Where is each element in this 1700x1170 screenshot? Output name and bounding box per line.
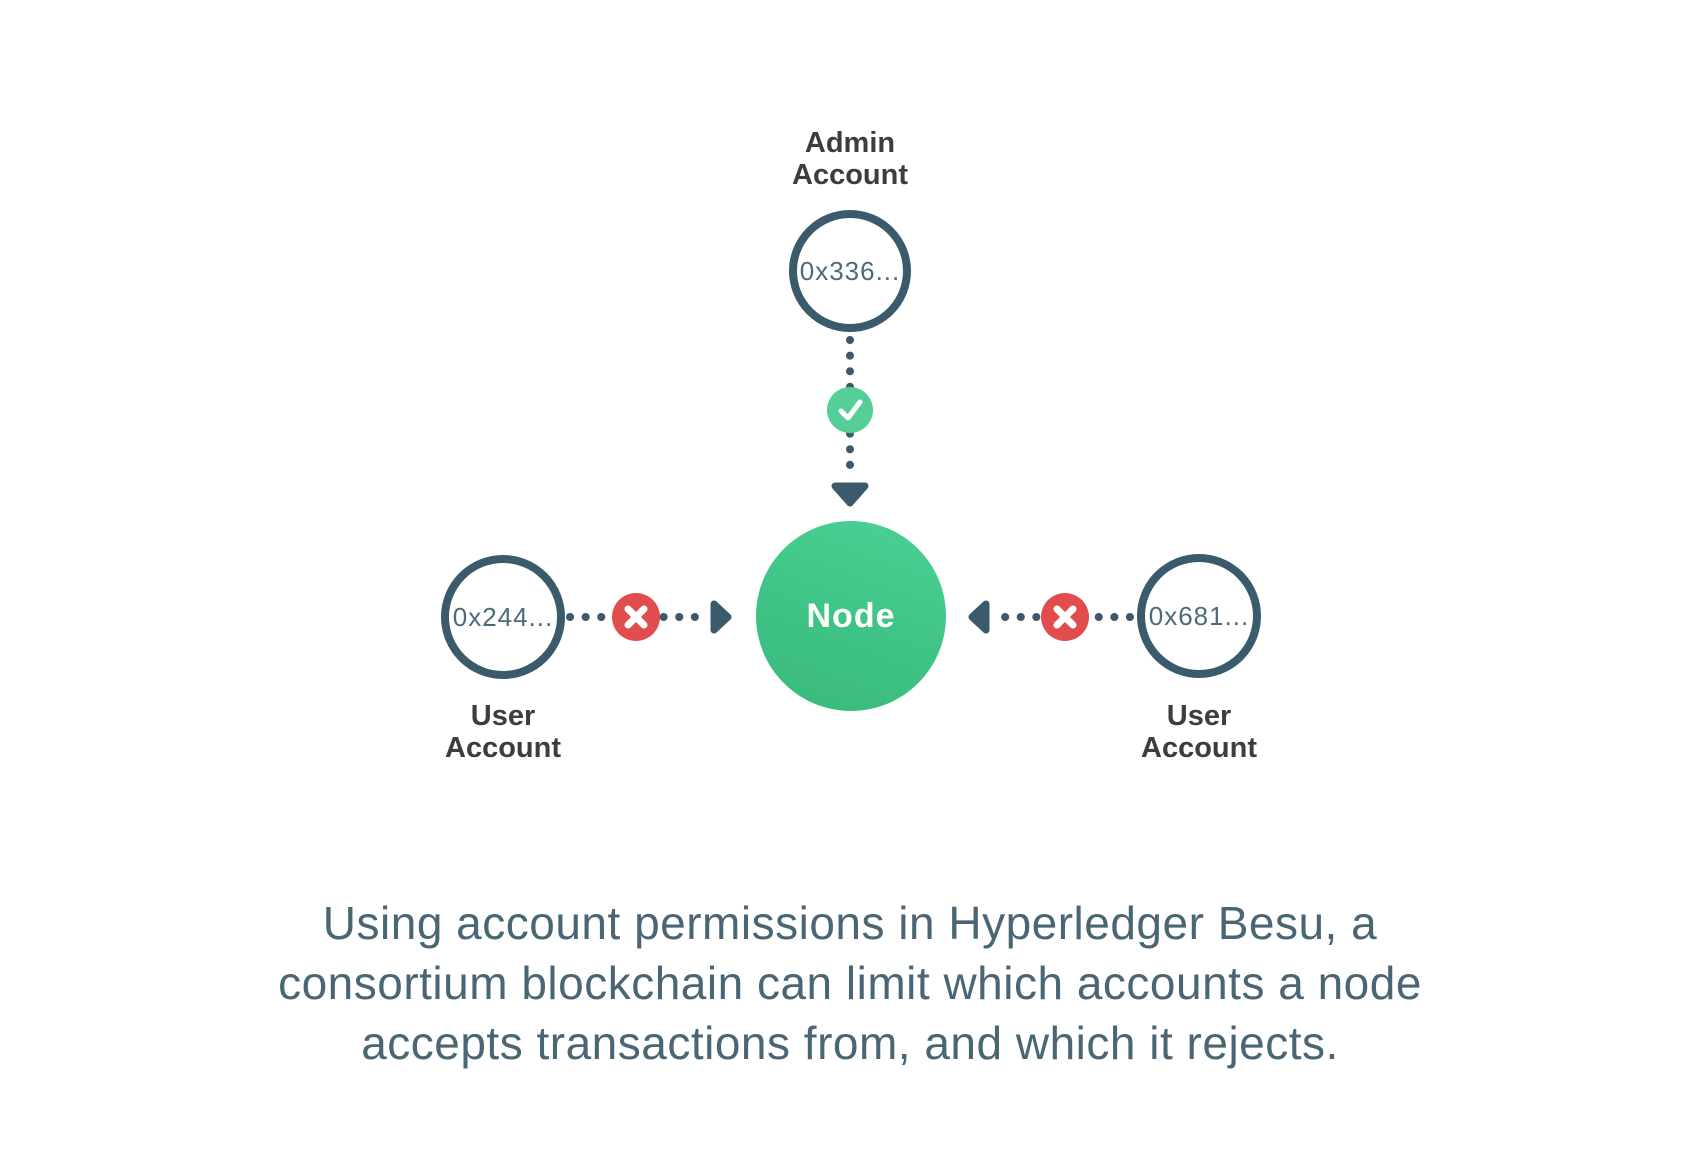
deny-badge-left (612, 593, 660, 641)
admin-account-label-line2: Account (792, 159, 908, 191)
admin-account-circle: 0x336... (789, 210, 911, 332)
check-icon (838, 399, 863, 421)
arrow-down-icon (831, 482, 869, 507)
node-circle: Node (756, 521, 946, 711)
user-account-right-label-line2: Account (1141, 732, 1257, 764)
user-account-left-address: 0x244... (452, 601, 554, 632)
user-account-left-circle: 0x244... (441, 555, 565, 679)
allow-badge (827, 387, 873, 433)
connector-lines (566, 336, 1134, 634)
caption-line2: consortium blockchain can limit which ac… (278, 957, 1422, 1009)
caption-line3: accepts transactions from, and which it … (361, 1017, 1339, 1069)
user-account-right-circle: 0x681... (1137, 554, 1261, 678)
admin-account-address: 0x336... (799, 255, 901, 286)
deny-badge-right (1041, 593, 1089, 641)
cross-icon (624, 605, 648, 629)
caption: Using account permissions in Hyperledger… (0, 893, 1700, 1073)
user-account-left-label: User Account (343, 700, 663, 764)
user-account-right-address: 0x681... (1148, 600, 1250, 631)
admin-account-label-line1: Admin (804, 127, 896, 159)
user-account-right-label-line1: User (1166, 700, 1232, 732)
arrow-right-icon (710, 600, 732, 634)
caption-line1: Using account permissions in Hyperledger… (322, 897, 1378, 949)
user-account-left-label-line1: User (470, 700, 536, 732)
user-account-right-label: User Account (1039, 700, 1359, 764)
arrow-left-icon (968, 600, 990, 634)
cross-icon (1053, 605, 1077, 629)
user-account-left-label-line2: Account (445, 732, 561, 764)
node-label: Node (806, 596, 896, 635)
admin-account-label: Admin Account (690, 127, 1010, 191)
